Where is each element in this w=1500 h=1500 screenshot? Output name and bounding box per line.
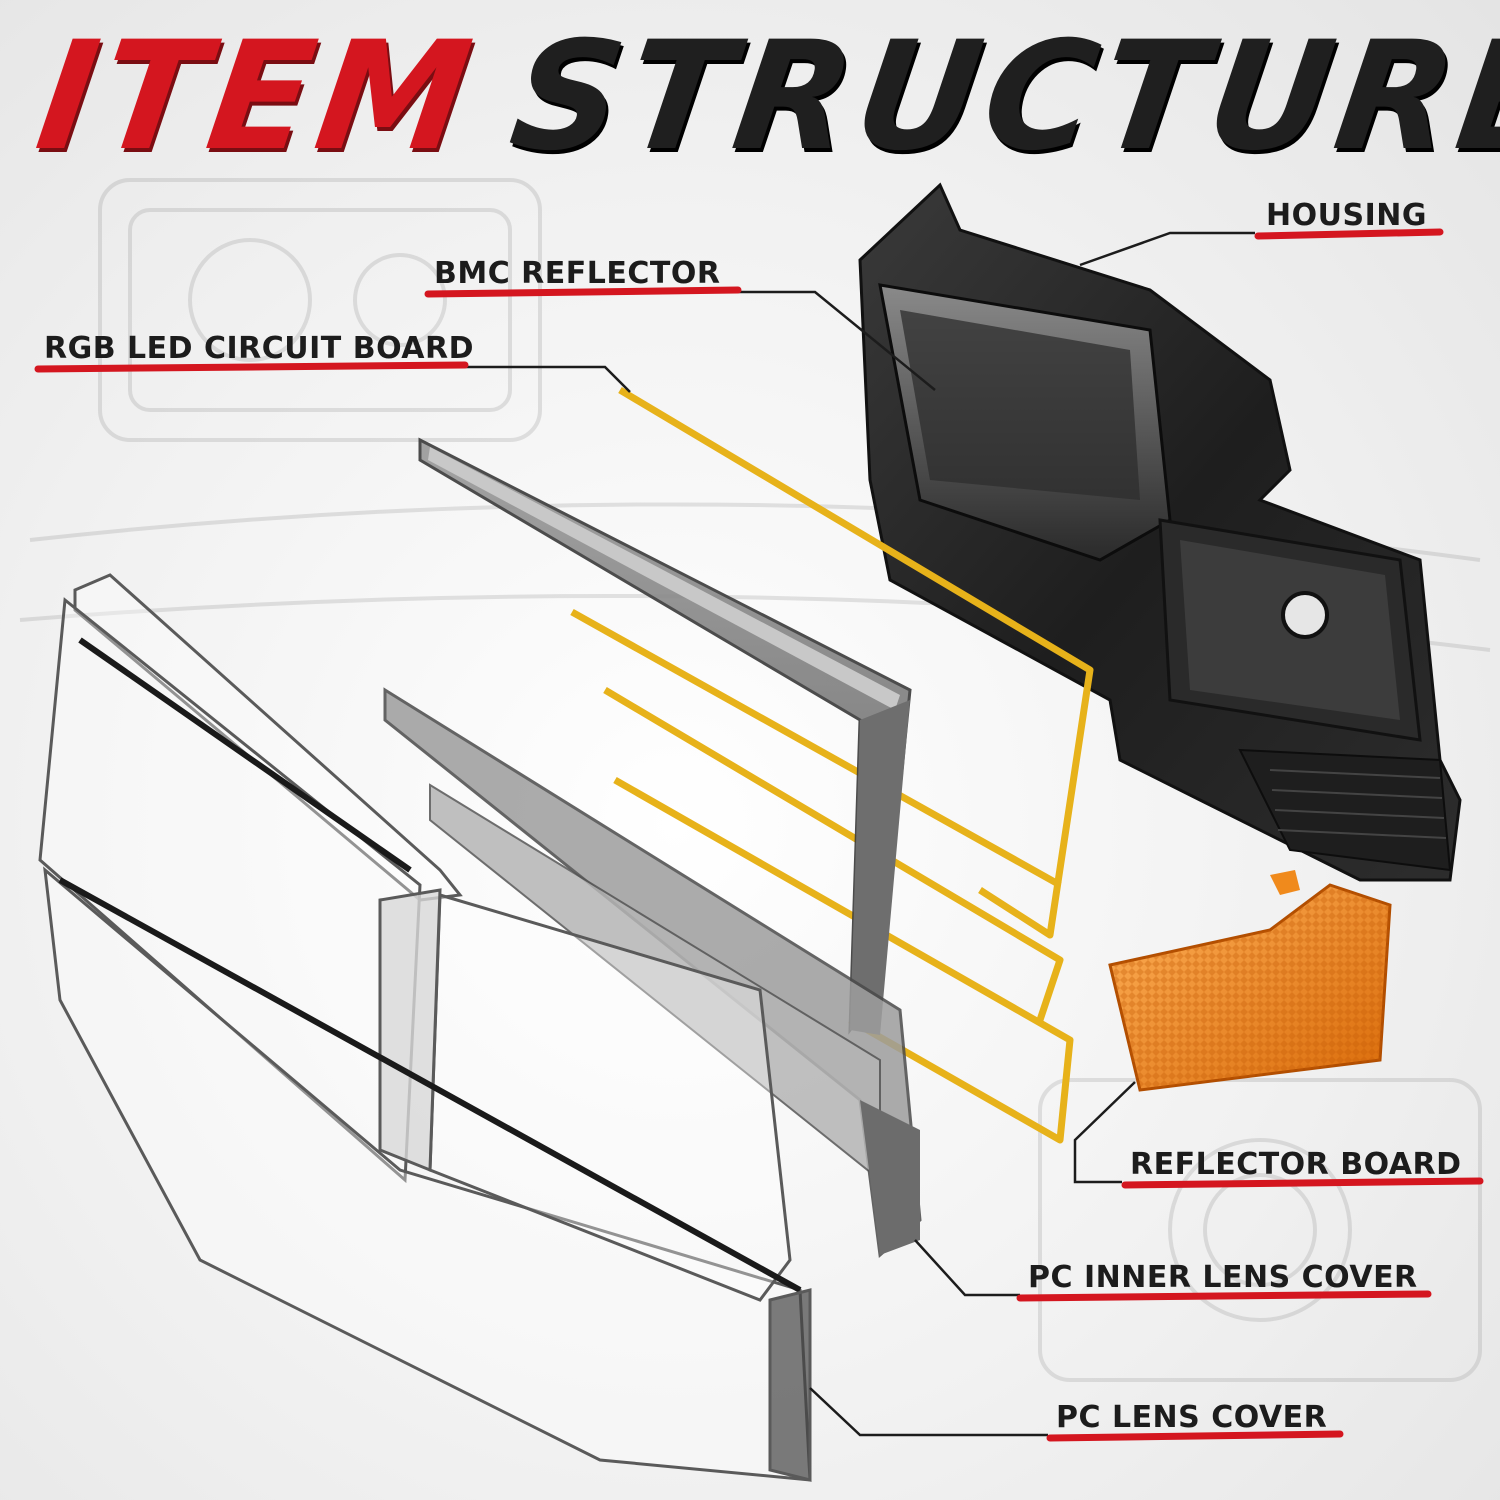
leader-lines (465, 231, 1255, 1437)
title-word-item: ITEM (27, 10, 487, 184)
bmc-reflector-underline (424, 286, 742, 298)
label-reflector-board: REFLECTOR BOARD (1130, 1147, 1462, 1182)
pc-lens-cover-part (38, 573, 812, 1482)
label-housing: HOUSING (1266, 198, 1427, 233)
label-underlines (34, 228, 1484, 1442)
pc-lens-cover-underline (1046, 1430, 1344, 1442)
pc-inner-lens-cover-underline (1016, 1290, 1432, 1302)
label-pc-inner-lens-cover: PC INNER LENS COVER (1028, 1260, 1418, 1295)
label-pc-lens-cover: PC LENS COVER (1056, 1400, 1328, 1435)
pc-inner-lens-cover-part (383, 687, 922, 1258)
reflector-board-part (1108, 870, 1392, 1092)
pc-inner-lens-cover-leader (914, 1239, 1020, 1297)
reflector-board-underline (1121, 1177, 1484, 1189)
housing-underline (1254, 228, 1444, 240)
title-word-structure: STRUCTURE (501, 10, 1500, 184)
housing-part (858, 182, 1462, 882)
rgb-led-circuit-board-underline (34, 361, 469, 373)
bmc-reflector-leader (735, 290, 936, 391)
rgb-led-circuit-board-leader (465, 365, 631, 393)
reflector-board-leader (1073, 1081, 1136, 1184)
rgb-led-circuit-board-part (570, 386, 1094, 1144)
label-bmc-reflector: BMC REFLECTOR (434, 256, 721, 291)
label-rgb-led-circuit-board: RGB LED CIRCUIT BOARD (44, 331, 475, 366)
pc-lens-cover-leader (809, 1387, 1048, 1437)
housing-leader (1079, 231, 1255, 267)
